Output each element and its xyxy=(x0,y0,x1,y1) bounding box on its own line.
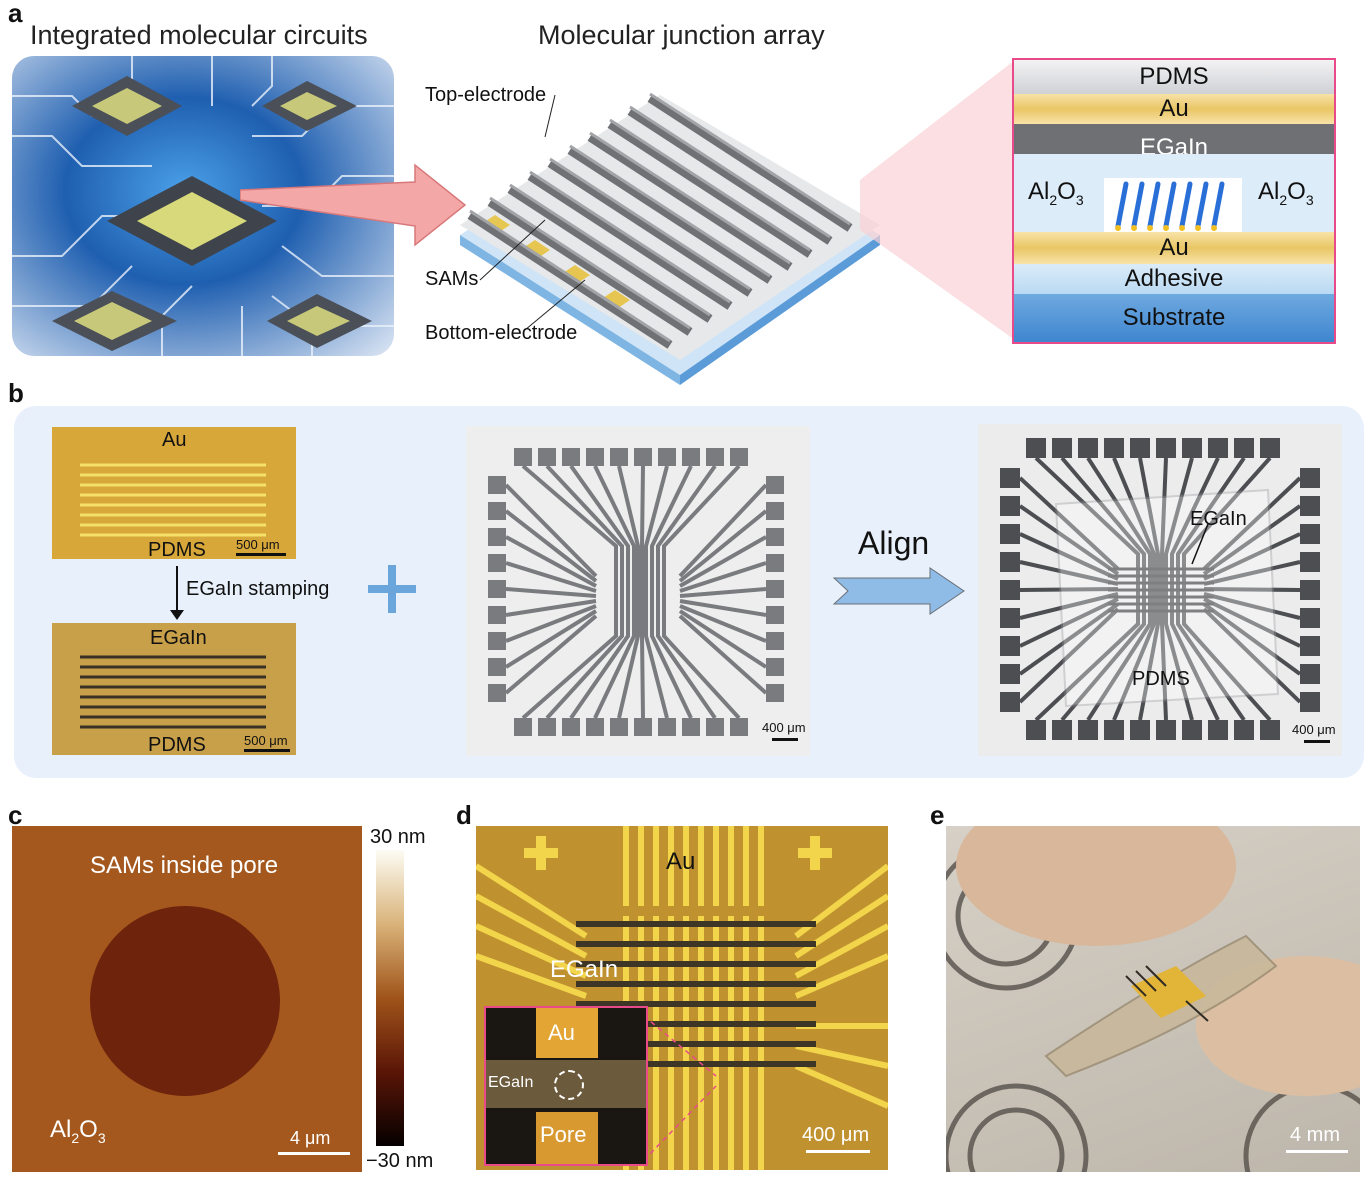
img2-top-label: EGaIn xyxy=(150,627,207,649)
egain-pointer xyxy=(1191,523,1209,565)
align-arrow-svg xyxy=(832,567,965,615)
photo-scale-bar xyxy=(1286,1150,1348,1153)
au-lines-svg xyxy=(80,463,266,537)
panel-label-e: e xyxy=(930,800,945,830)
layer-stack: PDMS Au EGaIn Al2O3 Al2O3 Au Adhesive Su xyxy=(1012,58,1336,344)
flexible-device-photo: 4 mm xyxy=(946,826,1360,1172)
sams-molecules xyxy=(1108,178,1238,232)
layer-substrate-label: Substrate xyxy=(1122,304,1226,331)
device-scale-bar xyxy=(806,1150,870,1153)
device-scale-label: 400 μm xyxy=(802,1124,870,1146)
inset-pore-circle xyxy=(554,1070,584,1100)
alignment-crosses xyxy=(524,836,832,870)
inset-pore-pad xyxy=(536,1112,598,1164)
label-top-electrode: Top-electrode xyxy=(425,84,547,106)
inset-au-pad xyxy=(536,1008,598,1058)
plus-icon-vertical xyxy=(388,565,396,613)
zoom-arrow-svg xyxy=(240,163,467,247)
device-inset: Au EGaIn Pore xyxy=(484,1006,648,1166)
inset-pore-label: Pore xyxy=(540,1122,587,1147)
circuit-traces-svg xyxy=(12,56,394,356)
img4-pdms-label: PDMS xyxy=(1132,668,1190,690)
colorbar-max-label: 30 nm xyxy=(370,826,426,848)
label-al2o3-right: Al2O3 xyxy=(1258,178,1314,208)
micrograph-au-pdms: Au PDMS 500 μm xyxy=(52,427,296,559)
label-bottom-electrode: Bottom-electrode xyxy=(425,322,578,344)
device-au-label: Au xyxy=(666,848,696,875)
img2-scale-label: 500 μm xyxy=(244,733,288,748)
img1-bottom-label: PDMS xyxy=(148,539,206,559)
aligned-device-svg xyxy=(1000,438,1320,740)
inset-leader-1 xyxy=(643,1015,717,1077)
layer-adhesive-label: Adhesive xyxy=(1124,265,1224,292)
micrograph-electrode-chip: 400 μm xyxy=(466,426,810,756)
layer-au-top-label: Au xyxy=(1159,95,1189,122)
afm-al2o3-label: Al2O3 xyxy=(50,1116,106,1146)
layer-pdms-label: PDMS xyxy=(1139,63,1209,90)
electrode-chip-svg xyxy=(488,448,784,736)
stamping-label: EGaIn stamping xyxy=(186,578,330,600)
micrograph-egain-pdms: EGaIn PDMS 500 μm xyxy=(52,623,296,755)
img2-scale-bar xyxy=(244,749,290,752)
inset-au-label: Au xyxy=(548,1020,575,1045)
layer-adhesive: Adhesive xyxy=(1014,264,1334,294)
panel-label-c: c xyxy=(8,800,23,830)
img2-bottom-label: PDMS xyxy=(148,734,206,755)
colorbar-min-label: −30 nm xyxy=(366,1150,434,1172)
img4-egain-label: EGaIn xyxy=(1190,508,1247,530)
pdms-film xyxy=(1054,488,1280,708)
afm-sams-label: SAMs inside pore xyxy=(90,852,279,879)
panel-label-b: b xyxy=(8,378,24,408)
stamping-arrow xyxy=(176,566,178,614)
layer-au-bottom-label: Au xyxy=(1159,234,1189,261)
afm-scale-label: 4 μm xyxy=(290,1128,331,1148)
layer-egain xyxy=(1014,124,1334,154)
afm-scale-bar xyxy=(278,1152,350,1155)
img3-scale-label: 400 μm xyxy=(762,720,806,735)
img4-scale-label: 400 μm xyxy=(1292,722,1336,737)
title-junction-array: Molecular junction array xyxy=(538,20,825,50)
device-micrograph: Au EGaIn Au EGaIn Pore 400 μm xyxy=(476,826,888,1170)
img1-top-label: Au xyxy=(162,429,187,451)
afm-image: SAMs inside pore Al2O3 4 μm xyxy=(12,826,362,1172)
leader-top-electrode xyxy=(544,94,556,138)
device-egain-label: EGaIn xyxy=(550,956,619,983)
flexible-chip xyxy=(1125,965,1209,1022)
panel-label-d: d xyxy=(456,800,472,830)
stamping-arrowhead xyxy=(170,610,184,620)
inset-egain-label: EGaIn xyxy=(488,1074,534,1091)
title-integrated-circuits: Integrated molecular circuits xyxy=(30,20,368,50)
junction-array-svg xyxy=(460,92,880,385)
img3-scale-bar xyxy=(772,738,798,741)
layer-au-top: Au xyxy=(1014,94,1334,124)
label-al2o3-left: Al2O3 xyxy=(1028,178,1084,208)
micrograph-aligned-device: EGaIn PDMS 400 μm xyxy=(978,424,1342,756)
zoom-cone-svg xyxy=(860,60,1015,340)
egain-lines-svg xyxy=(80,655,266,729)
afm-pore xyxy=(90,906,280,1096)
chip-group xyxy=(52,76,372,351)
img4-scale-bar xyxy=(1304,740,1330,743)
layer-au-bottom: Au xyxy=(1014,232,1334,264)
photo-scale-label: 4 mm xyxy=(1290,1124,1340,1146)
img1-scale-bar xyxy=(236,553,286,556)
zoom-cone xyxy=(860,60,1015,340)
flexible-device-svg xyxy=(946,826,1360,1172)
panel-label-a: a xyxy=(8,0,23,28)
zoom-arrow xyxy=(240,163,467,247)
thumb xyxy=(956,826,1236,946)
sams-molecules-svg xyxy=(1115,181,1225,231)
align-label: Align xyxy=(858,525,930,561)
layer-substrate: Substrate xyxy=(1014,294,1334,342)
img1-scale-label: 500 μm xyxy=(236,537,280,552)
leader-bottom-electrode xyxy=(524,279,586,331)
label-sams: SAMs xyxy=(425,268,479,290)
leader-sams xyxy=(479,219,546,281)
align-arrow xyxy=(832,567,965,615)
afm-colorbar xyxy=(376,850,404,1146)
layer-pdms: PDMS xyxy=(1014,60,1334,94)
